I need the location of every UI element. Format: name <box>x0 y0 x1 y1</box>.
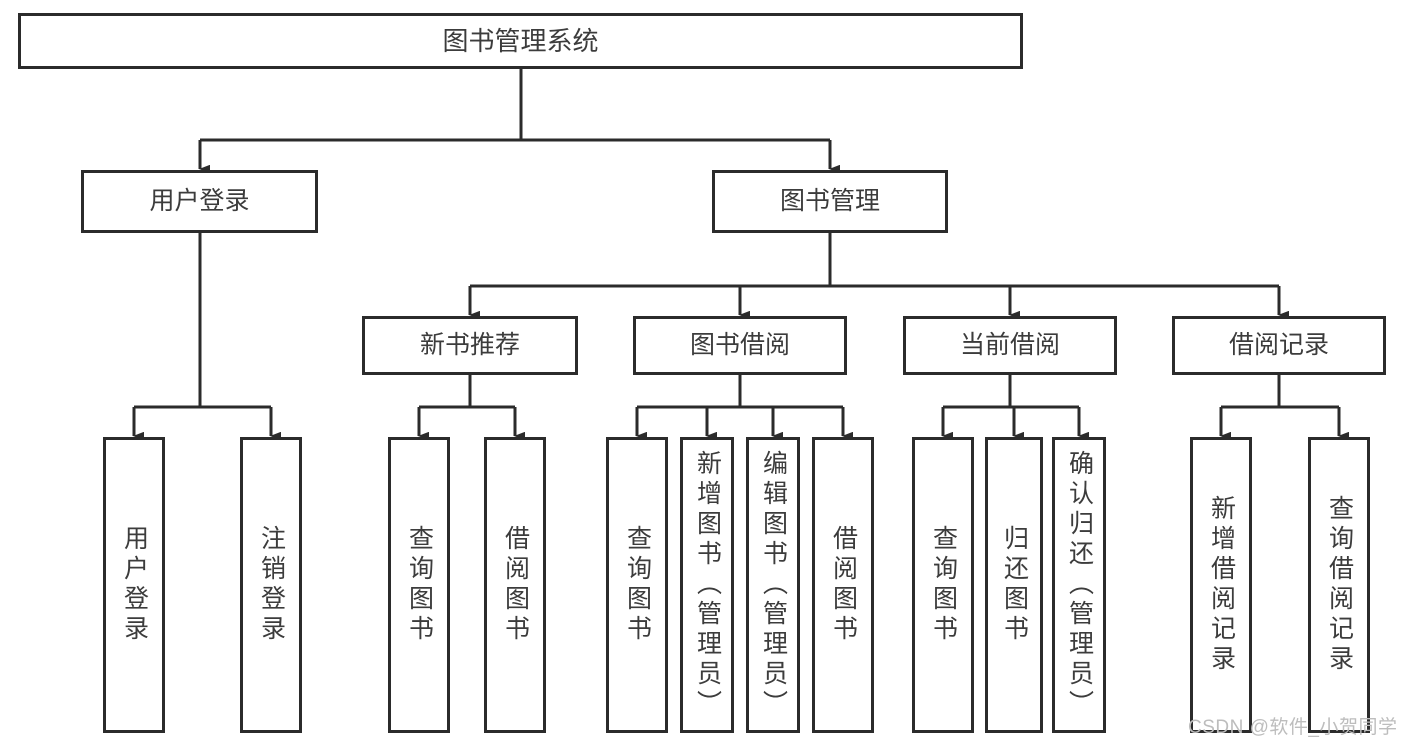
node-borrowing-records[interactable]: 借阅记录 <box>1172 316 1386 375</box>
node-label: 当前借阅 <box>959 330 1060 359</box>
node-label: 编辑图书（管理员） <box>759 450 788 720</box>
node-leaf-return-book[interactable]: 归还图书 <box>985 437 1043 733</box>
node-label: 用户登录 <box>120 525 149 645</box>
node-label: 新增借阅记录 <box>1207 495 1236 675</box>
node-leaf-confirm-return-admin[interactable]: 确认归还（管理员） <box>1052 437 1106 733</box>
node-leaf-edit-book-admin[interactable]: 编辑图书（管理员） <box>746 437 800 733</box>
node-leaf-query-borrow-record[interactable]: 查询借阅记录 <box>1308 437 1370 733</box>
node-label: 查询图书 <box>929 525 958 645</box>
node-label: 新增图书（管理员） <box>693 450 722 720</box>
node-label: 借阅记录 <box>1228 330 1329 359</box>
node-leaf-query-book-3[interactable]: 查询图书 <box>912 437 974 733</box>
csdn-watermark: CSDN @软件_小贺同学 <box>1188 717 1398 738</box>
node-label: 查询借阅记录 <box>1325 495 1354 675</box>
node-leaf-borrow-book-2[interactable]: 借阅图书 <box>812 437 874 733</box>
node-leaf-borrow-book-1[interactable]: 借阅图书 <box>484 437 546 733</box>
node-label: 图书管理 <box>779 186 880 215</box>
node-label: 查询图书 <box>623 525 652 645</box>
node-leaf-add-borrow-record[interactable]: 新增借阅记录 <box>1190 437 1252 733</box>
node-label: 确认归还（管理员） <box>1065 450 1094 720</box>
node-label: 归还图书 <box>1000 525 1029 645</box>
node-label: 图书管理系统 <box>442 25 599 56</box>
node-new-book-recommendation[interactable]: 新书推荐 <box>362 316 578 375</box>
node-book-borrowing[interactable]: 图书借阅 <box>633 316 847 375</box>
node-label: 借阅图书 <box>501 525 530 645</box>
node-label: 图书借阅 <box>689 330 790 359</box>
node-root-book-management-system[interactable]: 图书管理系统 <box>18 13 1023 69</box>
node-leaf-query-book-2[interactable]: 查询图书 <box>606 437 668 733</box>
node-leaf-logout[interactable]: 注销登录 <box>240 437 302 733</box>
node-leaf-query-book-1[interactable]: 查询图书 <box>388 437 450 733</box>
node-label: 新书推荐 <box>419 330 520 359</box>
node-user-login[interactable]: 用户登录 <box>81 170 318 233</box>
node-leaf-user-login[interactable]: 用户登录 <box>103 437 165 733</box>
node-leaf-add-book-admin[interactable]: 新增图书（管理员） <box>680 437 734 733</box>
node-book-management[interactable]: 图书管理 <box>712 170 948 233</box>
node-label: 注销登录 <box>257 525 286 645</box>
node-label: 借阅图书 <box>829 525 858 645</box>
node-label: 用户登录 <box>149 186 250 215</box>
node-label: 查询图书 <box>405 525 434 645</box>
node-current-borrowing[interactable]: 当前借阅 <box>903 316 1117 375</box>
